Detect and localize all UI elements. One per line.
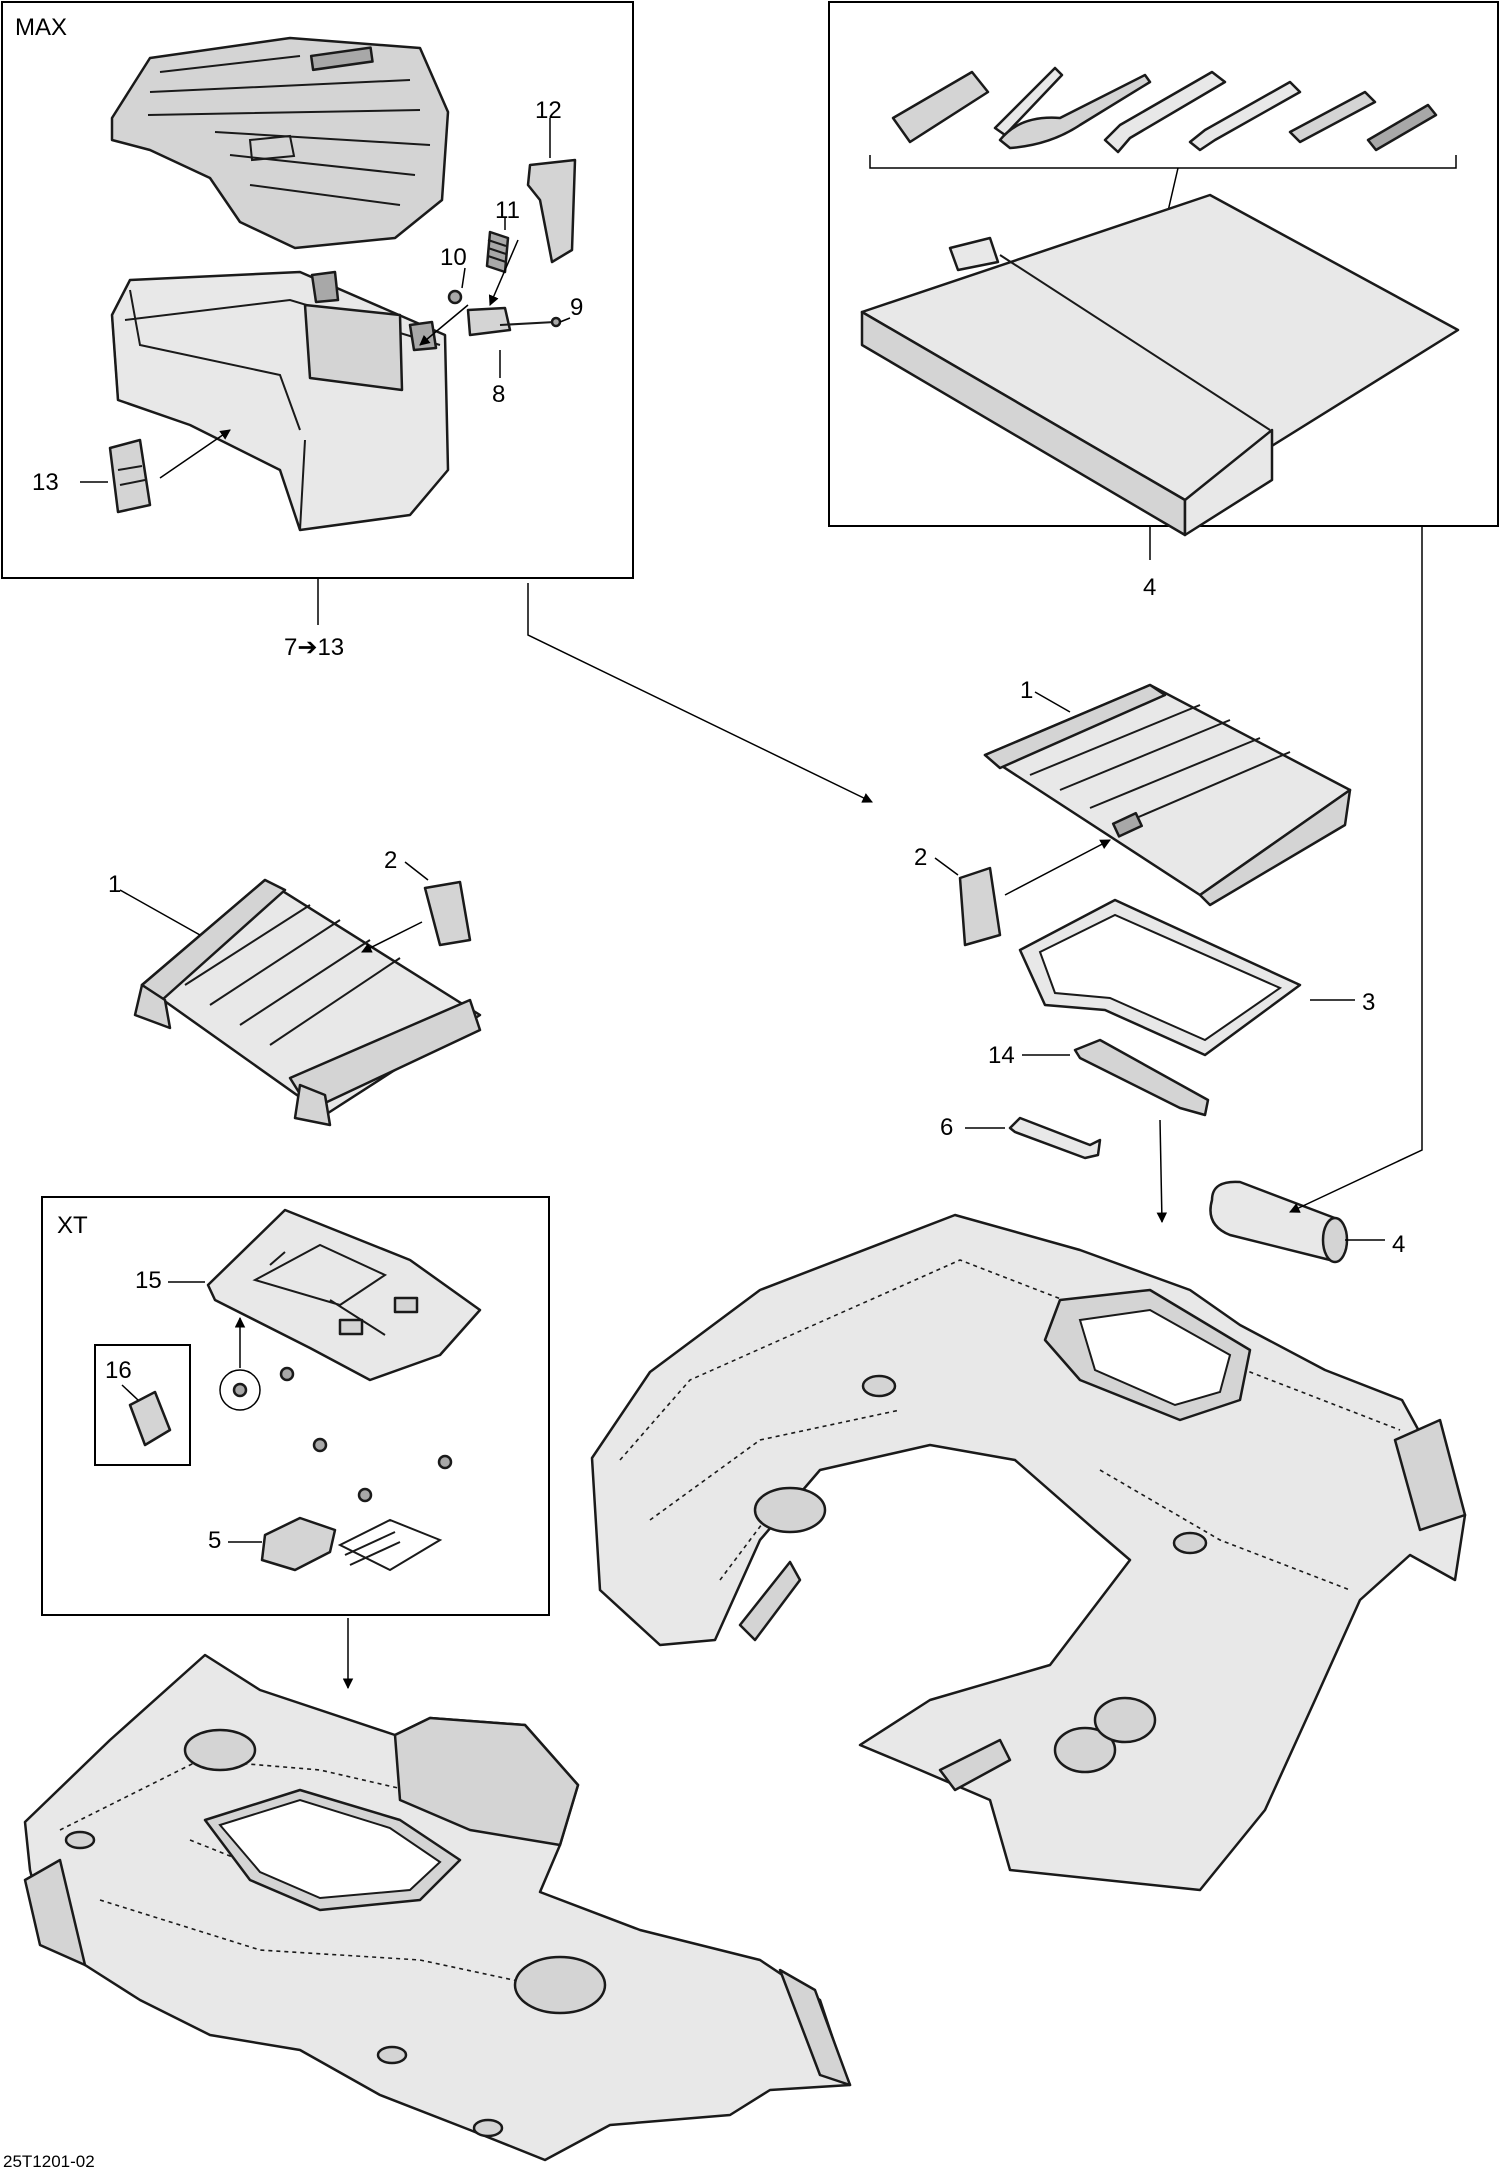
pliers-icon [998,73,1152,150]
screwdriver-icon [993,66,1064,137]
wrench-small-icon [1188,80,1302,152]
latch-2-right [958,866,1002,947]
socket-wrench-icon [1288,90,1377,144]
callout-11: 11 [495,197,520,224]
callout-6: 6 [940,1114,953,1141]
rear-fender-right [590,1213,1467,1892]
callout-5: 5 [208,1527,221,1554]
bolt-9 [499,321,556,326]
fastener [279,1366,295,1382]
rack-left [133,878,482,1127]
callout-1-right: 1 [1020,677,1033,704]
callout-8: 8 [492,381,505,408]
callout-7-13: 7➔13 [284,634,344,661]
wrench-large-icon [1103,70,1227,154]
max-box-title: MAX [15,14,67,41]
tools-bracket [869,155,1457,169]
tool-kit-frame [828,1,1499,527]
tool-pouch-rolled [1209,1180,1349,1264]
tool-set [891,66,1438,154]
callout-10: 10 [440,244,467,271]
callout-1-left: 1 [108,871,121,898]
storage-insert-15 [206,1208,482,1382]
max-box: MAX [1,1,634,579]
spark-plug-icon [1366,103,1438,152]
fastener-callout-circle [219,1369,261,1411]
xt-frame [41,1196,550,1616]
rack-right [983,683,1352,907]
latch-2-left [423,880,472,947]
callout-3: 3 [1362,989,1375,1016]
tie-down-5 [260,1516,443,1572]
rear-fender-left [23,1653,852,2162]
fastener [357,1487,373,1503]
callout-4-top: 4 [1143,574,1156,601]
callout-2-right: 2 [914,844,927,871]
callout-14: 14 [988,1042,1015,1069]
callout-15: 15 [135,1267,162,1294]
clip-16 [128,1390,172,1447]
callout-13: 13 [32,469,59,496]
callout-2-left: 2 [384,847,397,874]
fastener [437,1454,453,1470]
xt-box-title: XT [57,1212,88,1239]
latch-assembly [447,158,577,337]
seal-3 [1018,898,1302,1057]
storage-lid [110,36,450,250]
clip-13 [108,438,152,514]
fastener [312,1437,328,1453]
latch-12 [526,158,577,264]
max-to-rack-arrow [527,583,873,803]
xt-box: XT 15 16 5 [41,1196,550,1616]
tool-kit-box [828,1,1499,537]
bracket-14 [1073,1038,1210,1117]
spark-plug-socket-icon [891,70,990,144]
detail-16-frame [94,1344,191,1466]
storage-tray [110,270,450,532]
tool-kit-to-pouch [1289,526,1423,1213]
tool-pouch-flat [860,193,1460,537]
callout-9: 9 [570,294,583,321]
drawing-code: 25T1201-02 [3,2152,95,2171]
callout-4-right: 4 [1392,1231,1405,1258]
callout-16: 16 [105,1357,132,1384]
nut-10 [447,289,463,305]
wrench-6 [1008,1116,1102,1160]
bracket-8 [466,306,512,337]
callout-12: 12 [535,97,562,124]
